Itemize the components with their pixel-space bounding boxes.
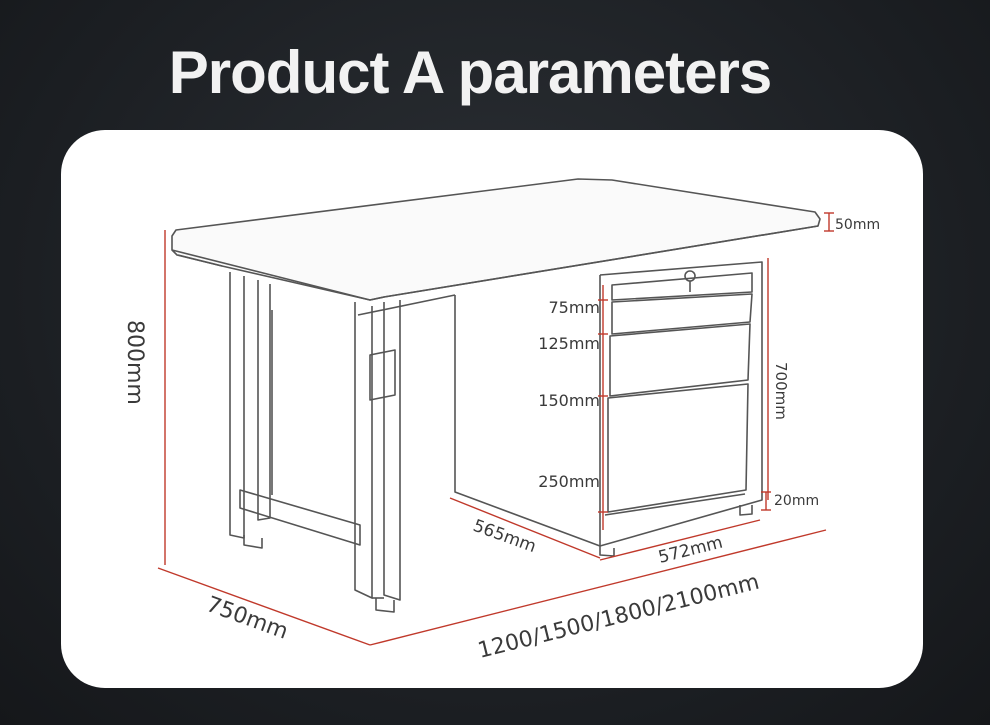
dimension-lines [157,212,834,646]
label-top-thickness: 50mm [835,217,880,233]
table-top [171,178,821,301]
workbench-sketch [171,178,821,613]
label-cabinet-depth: 565mm [470,516,538,557]
drawer-cabinet [454,261,763,557]
label-drawer-1: 75mm [548,298,600,317]
label-height: 800mm [122,320,147,405]
label-cabinet-height: 700mm [772,362,790,420]
label-length-options: 1200/1500/1800/2100mm [475,570,762,664]
page-title: Product A parameters [168,39,772,106]
workbench-drawing: 50mm 800mm 75mm 125mm 150mm 250mm 700mm … [122,178,880,664]
label-drawer-4: 250mm [538,472,600,491]
label-base-gap: 20mm [774,493,819,509]
label-drawer-3: 150mm [538,391,600,410]
label-drawer-2: 125mm [538,334,600,353]
left-leg-frame [229,272,456,613]
diagram-card: 50mm 800mm 75mm 125mm 150mm 250mm 700mm … [61,130,923,688]
